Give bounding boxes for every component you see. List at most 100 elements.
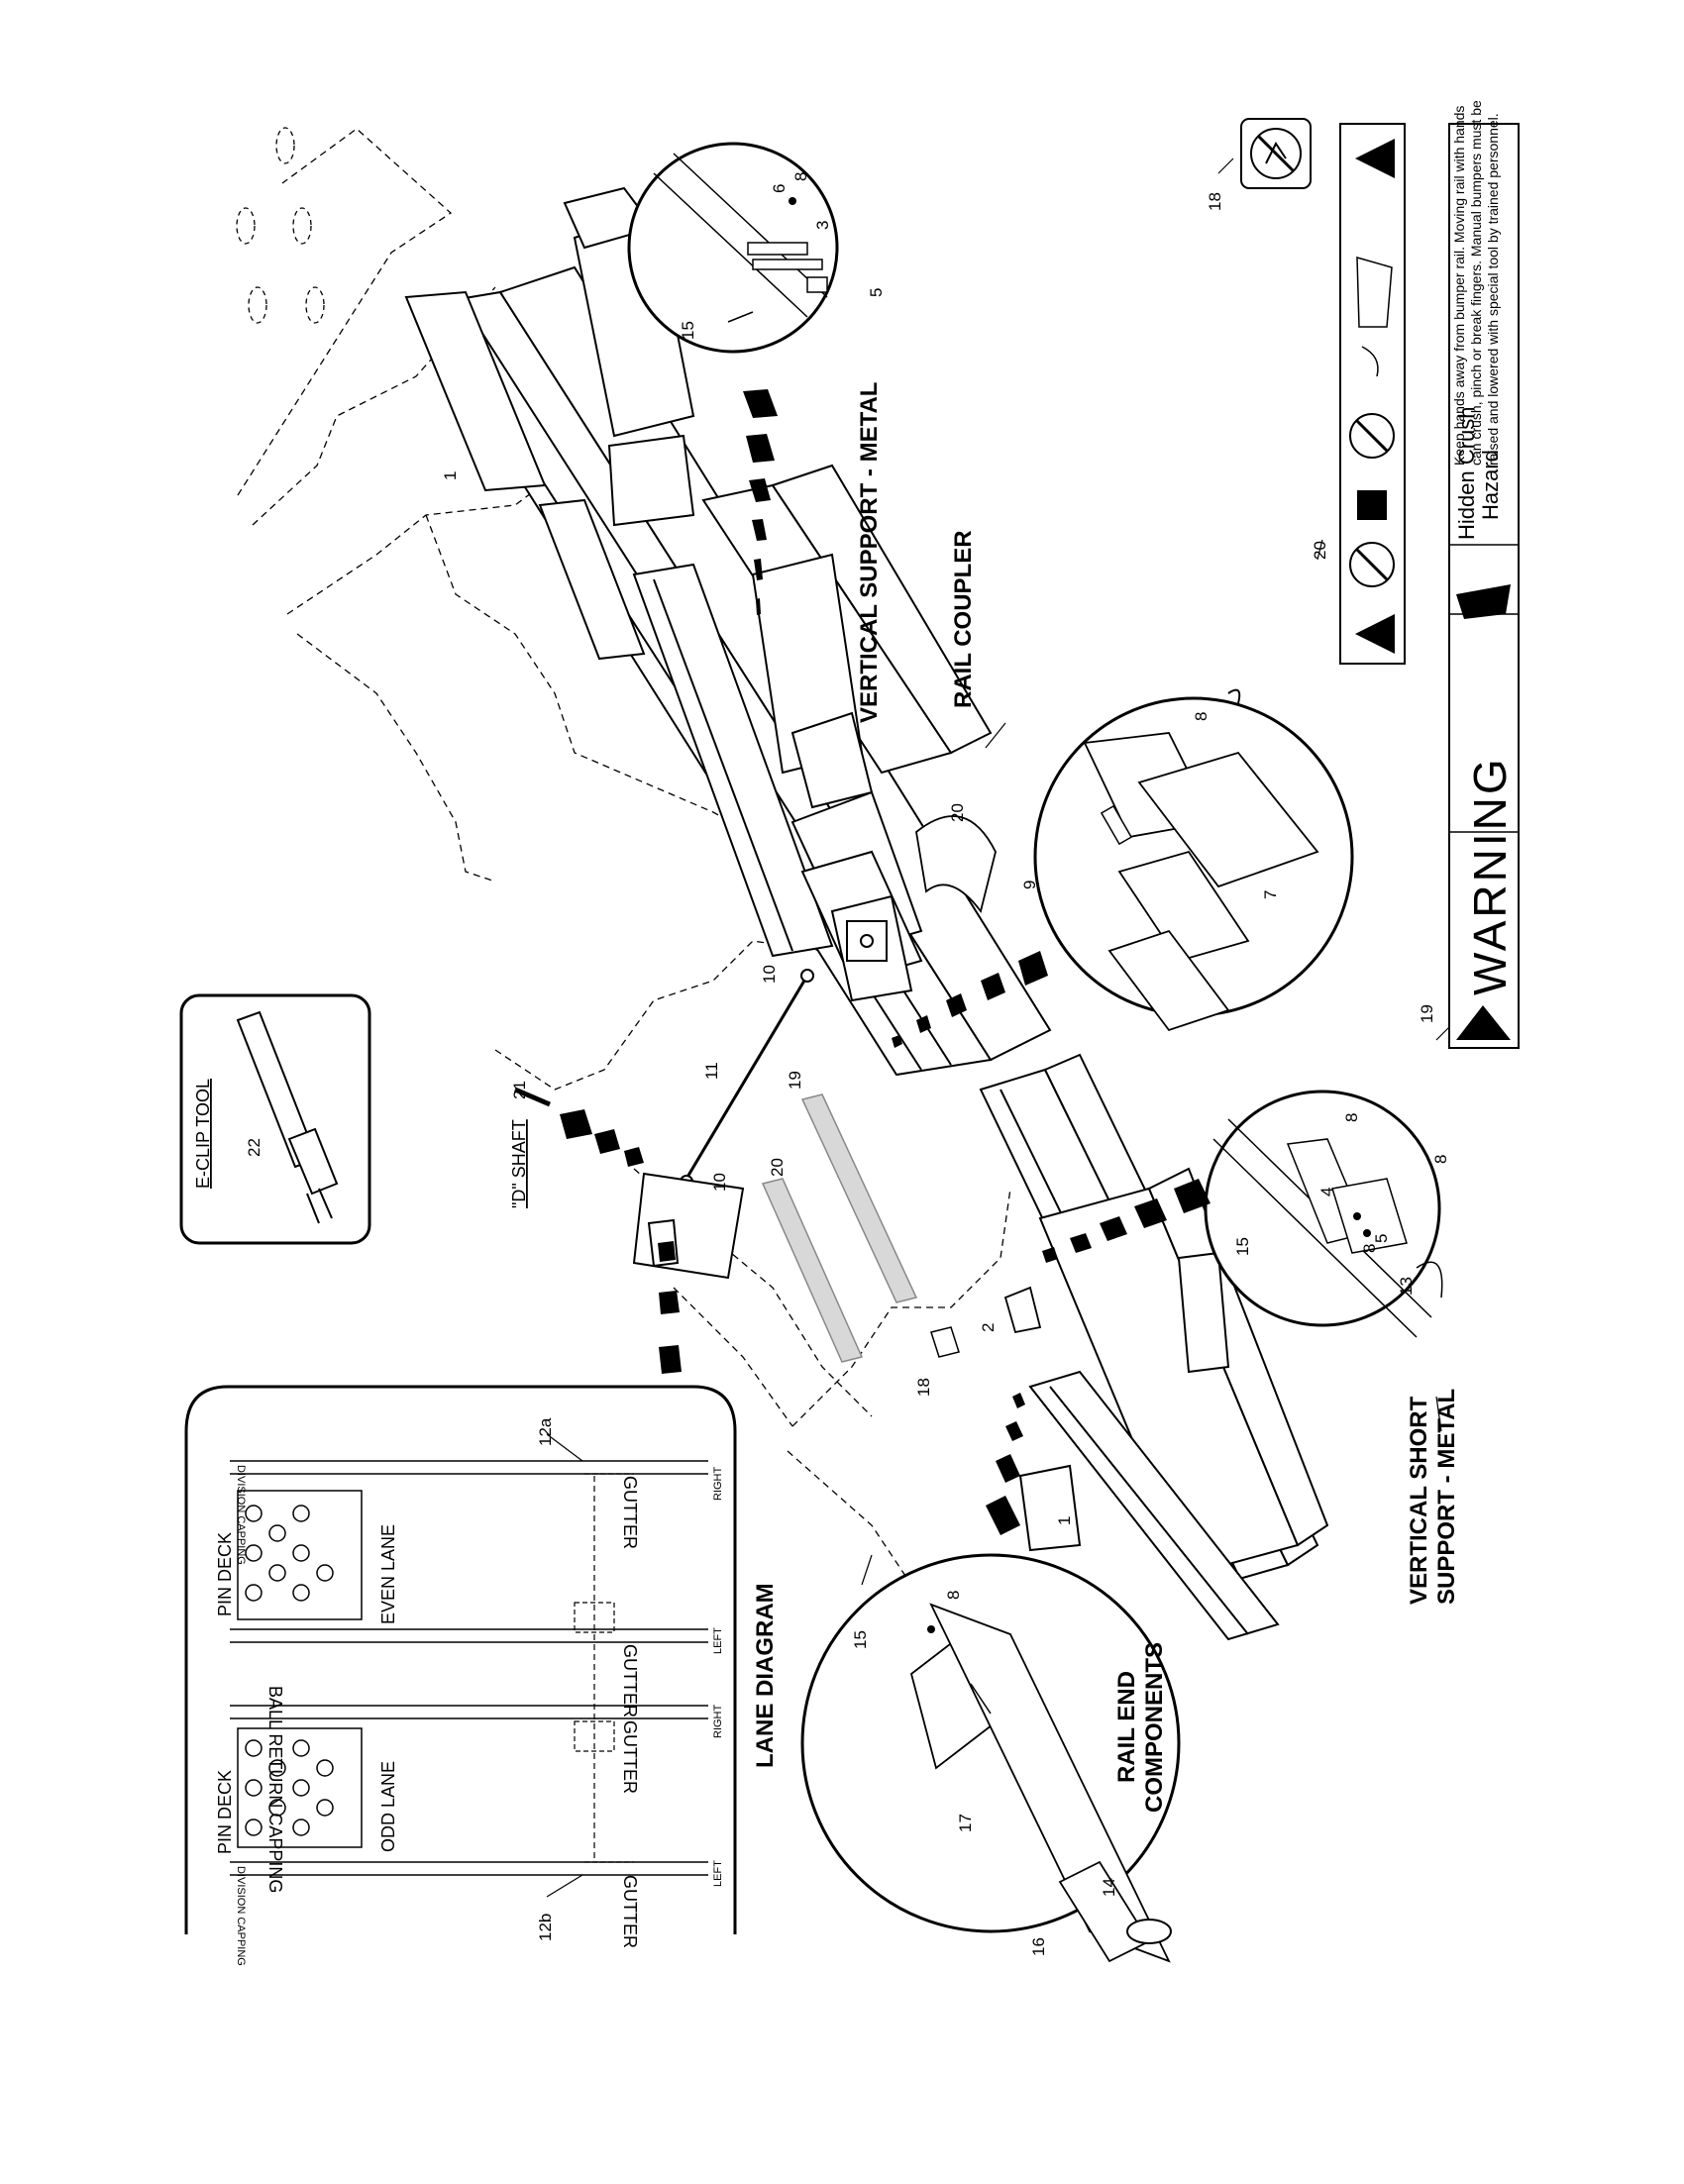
warning-body-text: Keep hands away from bumper rail. Moving…: [1451, 100, 1501, 466]
heading-rail-end-line1: RAIL END: [1113, 1671, 1140, 1783]
callout-10-lower: 10: [710, 1173, 729, 1192]
callout-7: 7: [1261, 890, 1280, 899]
callout-3: 3: [813, 221, 832, 230]
callout-5-top: 5: [867, 288, 886, 297]
callout-17: 17: [956, 1814, 975, 1832]
callout-15-top: 15: [679, 321, 697, 340]
warning-triangle-icon: !: [1355, 139, 1395, 178]
odd-lane-label: ODD LANE: [378, 1761, 398, 1852]
callout-4: 4: [1317, 1188, 1336, 1196]
pointer-lane-diagram: [658, 1241, 682, 1374]
d-shaft-pin: [514, 1087, 551, 1107]
warning-hidden-crush: Hidden Crush: [1454, 406, 1479, 540]
svg-text:!: !: [1379, 151, 1384, 167]
callout-15-end: 15: [851, 1630, 870, 1649]
eclip-tool-title: E-CLIP TOOL: [193, 1079, 213, 1189]
detail-circle-rail-coupler: [1033, 688, 1354, 1032]
decal-20-pictograms: ! !: [1339, 123, 1406, 665]
division-capping-label-top: DIVISION CAPPING: [235, 1465, 247, 1565]
pointer-vertical-short-support: [1042, 1179, 1210, 1263]
hand-illustration-icon: [1356, 256, 1393, 377]
curved-label-20: [915, 815, 997, 914]
pointer-d-shaft: [560, 1109, 644, 1167]
detail-circle-rail-end: [800, 1553, 1181, 1963]
crush-hand-icon-2: [1456, 584, 1511, 619]
heading-rail-coupler: RAIL COUPLER: [950, 530, 977, 708]
gutter-label-3: GUTTER: [620, 1720, 640, 1794]
callout-22: 22: [245, 1138, 263, 1157]
callout-8-short-b: 8: [1360, 1244, 1379, 1253]
heading-vertical-short-line1: VERTICAL SHORT: [1406, 1396, 1432, 1605]
callout-8-top: 8: [791, 172, 810, 181]
callout-5-short: 5: [1372, 1234, 1391, 1243]
callout-1-bottom: 1: [1055, 1516, 1074, 1525]
dashed-bolt-holes: [236, 127, 325, 324]
callout-12b: 12b: [536, 1914, 555, 1941]
callout-20-strip: 20: [768, 1158, 787, 1177]
callout-20-decal: 20: [1311, 541, 1329, 560]
eclip-tool-box: [179, 993, 371, 1245]
lane-right-label-1: RIGHT: [712, 1467, 724, 1502]
pin-deck-odd-label: PIN DECK: [215, 1770, 235, 1854]
callout-numbers: 1 1 2 3 4 5 5 6 7 8 8 8 8 8 8 9 10 10 11…: [441, 172, 1450, 1956]
heading-d-shaft: "D" SHAFT: [509, 1119, 529, 1208]
callout-1-top: 1: [441, 471, 460, 480]
leader-lines: [861, 157, 1452, 1586]
gutter-label-1: GUTTER: [620, 1476, 640, 1549]
center-bracket-cluster: [800, 850, 923, 1002]
shim-strip-19: [800, 1093, 918, 1303]
callout-21: 21: [510, 1081, 529, 1099]
callout-16: 16: [1029, 1937, 1048, 1956]
warning-body-line2: can crush, pinch or break fingers. Manua…: [1468, 100, 1484, 466]
detail-circle-vertical-support: [627, 142, 839, 354]
callout-6: 6: [770, 184, 789, 193]
callout-13: 13: [1397, 1277, 1416, 1296]
warning-body-line3: raised and lowered with special tool by …: [1485, 113, 1501, 466]
gutter-label-4: GUTTER: [620, 1875, 640, 1948]
pin-circles-even: [245, 1505, 334, 1602]
warning-triangle-icon-3: [1456, 1005, 1511, 1040]
no-hands-icon: [1349, 413, 1395, 459]
lane-diagram-title: LANE DIAGRAM: [752, 1583, 779, 1768]
callout-8-short-c: 8: [1431, 1155, 1450, 1164]
lane-diagram-box: [184, 1385, 737, 1934]
callout-18-small: 18: [914, 1378, 933, 1397]
callout-8-end: 8: [944, 1591, 963, 1600]
heading-rail-end-line2: COMPONENTS: [1141, 1642, 1168, 1813]
pointer-vertical-support: [743, 389, 778, 615]
lane-left-label-2: LEFT: [712, 1860, 724, 1887]
pin-deck-even-label: PIN DECK: [215, 1532, 235, 1616]
warning-body-line1: Keep hands away from bumper rail. Moving…: [1451, 106, 1467, 466]
callout-11: 11: [702, 1062, 721, 1080]
division-capping-label-bottom: DIVISION CAPPING: [235, 1866, 247, 1966]
heading-vertical-support-metal: VERTICAL SUPPORT - METAL: [856, 382, 883, 723]
lower-rail-assembly: [979, 1053, 1329, 1641]
detail-circle-vertical-short-support: [1204, 1090, 1443, 1338]
warning-word: WARNING: [1464, 756, 1516, 995]
svg-text:!: !: [1379, 626, 1384, 643]
callout-18-sticker: 18: [1206, 192, 1224, 211]
label-square-18: [930, 1326, 960, 1358]
ball-return-capping-label: BALL RETURN CAPPING: [265, 1686, 285, 1893]
callout-12a: 12a: [536, 1417, 555, 1446]
warning-label-19: [1448, 123, 1520, 1049]
bracket-2: [1003, 1286, 1042, 1334]
pointer-rail-coupler: [892, 951, 1048, 1048]
callout-19-strip: 19: [786, 1071, 804, 1090]
shim-strip-20: [761, 1178, 864, 1363]
callout-8-coupler: 8: [1192, 712, 1210, 721]
callout-19-warning: 19: [1418, 1004, 1436, 1023]
callout-9: 9: [1020, 881, 1039, 889]
gutter-label-2: GUTTER: [620, 1644, 640, 1717]
callout-14: 14: [1100, 1878, 1118, 1897]
sticker-18: [1240, 118, 1312, 189]
lane-left-label-1: LEFT: [712, 1627, 724, 1654]
callout-20-curved: 20: [948, 803, 967, 822]
heading-vertical-short-line2: SUPPORT - METAL: [1433, 1389, 1460, 1605]
callout-10-top: 10: [760, 965, 779, 984]
callout-15-short: 15: [1233, 1237, 1252, 1256]
callout-8-short-a: 8: [1342, 1113, 1361, 1122]
pointer-rail-end: [986, 1393, 1025, 1535]
